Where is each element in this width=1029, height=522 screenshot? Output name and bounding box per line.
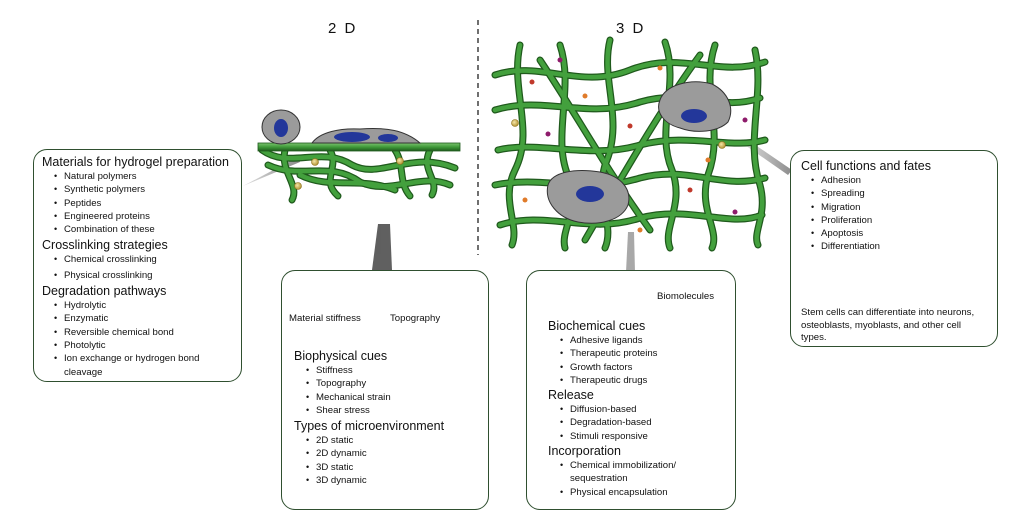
list-item: Spreading <box>811 187 931 201</box>
list-item: Proliferation <box>811 214 931 228</box>
biophysical-section: Biophysical cues Stiffness Topography Me… <box>294 349 445 488</box>
section-heading: Biochemical cues <box>548 319 646 333</box>
section-heading: Types of microenvironment <box>294 419 445 434</box>
list-item: Combination of these <box>54 223 233 237</box>
list-item: Differentiation <box>811 240 931 254</box>
3d-cells <box>546 81 732 224</box>
list-item: Engineered proteins <box>54 210 233 224</box>
3d-cell-upper <box>658 81 732 132</box>
list-item: Degradation-based <box>560 416 705 430</box>
list-item: Adhesion <box>811 174 931 188</box>
list-item: Migration <box>811 201 931 215</box>
stiffness-label: Material stiffness <box>289 313 361 324</box>
2d-surface <box>257 142 461 152</box>
list-item: Chemical crosslinking <box>54 253 233 267</box>
list-item: Mechanical strain <box>306 391 444 405</box>
2d-hydrogel <box>257 142 461 204</box>
section-heading: Materials for hydrogel preparation <box>42 155 229 169</box>
list-item: Peptides <box>54 197 233 211</box>
list-item: 3D static <box>306 461 444 475</box>
physical-cues-box: Material stiffness Topography Biophysica… <box>281 270 489 510</box>
cell-fates-box: Cell functions and fates Adhesion Spread… <box>790 150 998 347</box>
section-heading: Crosslinking strategies <box>42 238 168 253</box>
list-item: Apoptosis <box>811 227 931 241</box>
list-item: Chemical immobilization/ sequestration <box>560 459 705 486</box>
degradation-section: Degradation pathways Hydrolytic Enzymati… <box>42 284 233 379</box>
list-item: Shear stress <box>306 404 444 418</box>
section-heading: Cell functions and fates <box>801 159 931 173</box>
list-item: 2D dynamic <box>306 447 444 461</box>
topography-label: Topography <box>390 313 441 324</box>
fates-section: Cell functions and fates Adhesion Spread… <box>801 159 931 254</box>
biochemical-cues-box: Biomolecules Biochemical cues Adhesive l… <box>526 270 736 510</box>
section-heading: Degradation pathways <box>42 284 167 299</box>
section-heading: Incorporation <box>548 444 621 459</box>
list-item: 2D static <box>306 434 444 448</box>
list-item: Physical encapsulation <box>560 486 705 500</box>
list-item: Therapeutic proteins <box>560 347 705 361</box>
list-item: Photolytic <box>54 339 233 353</box>
list-item: Ion exchange or hydrogen bond cleavage <box>54 352 214 379</box>
list-item: Physical crosslinking <box>54 269 233 283</box>
crosslinking-section: Crosslinking strategies Chemical crossli… <box>42 238 233 282</box>
list-item: Stimuli responsive <box>560 430 705 444</box>
differentiation-caption: Stem cells can differentiate into neuron… <box>801 307 975 343</box>
biochemical-sections: Biochemical cues Adhesive ligands Therap… <box>548 319 705 499</box>
list-item: Synthetic polymers <box>54 183 233 197</box>
list-item: Reversible chemical bond <box>54 326 233 340</box>
list-item: Stiffness <box>306 364 444 378</box>
list-item: Topography <box>306 377 444 391</box>
materials-box: Materials for hydrogel preparation Natur… <box>33 149 242 382</box>
3d-biomolecules <box>511 57 748 233</box>
materials-section: Materials for hydrogel preparation Natur… <box>42 155 233 237</box>
biomolecules-label: Biomolecules <box>657 291 715 302</box>
list-item: Hydrolytic <box>54 299 233 313</box>
list-item: Natural polymers <box>54 170 233 184</box>
list-item: Diffusion-based <box>560 403 705 417</box>
list-item: Enzymatic <box>54 312 233 326</box>
2d-cells <box>261 109 422 145</box>
section-heading: Biophysical cues <box>294 349 388 363</box>
list-item: Therapeutic drugs <box>560 374 705 388</box>
list-item: Growth factors <box>560 361 705 375</box>
header-2d: 2 D <box>328 20 358 37</box>
list-item: 3D dynamic <box>306 474 444 488</box>
section-heading: Release <box>548 388 594 403</box>
header-3d: 3 D <box>616 20 646 37</box>
list-item: Adhesive ligands <box>560 334 705 348</box>
